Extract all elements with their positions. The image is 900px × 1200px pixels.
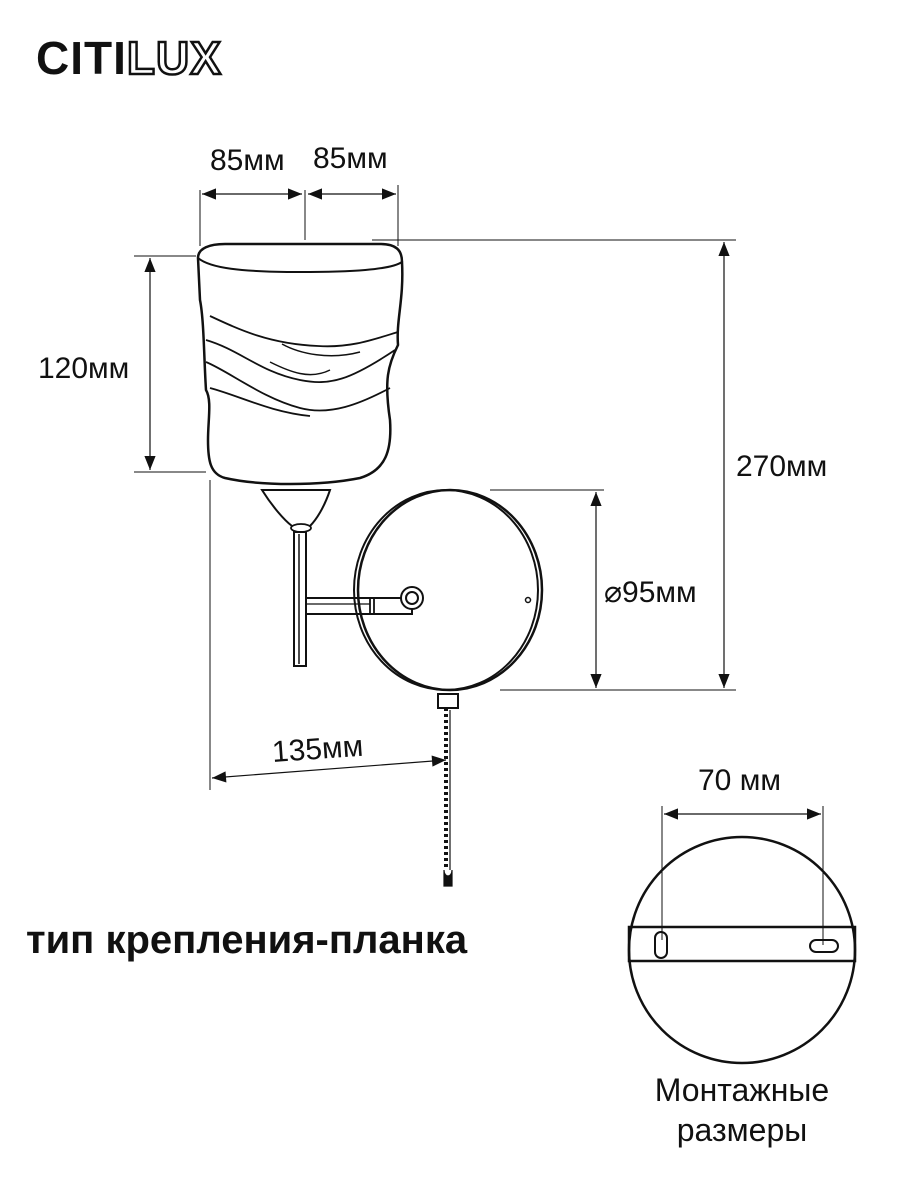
pull-switch-box bbox=[437, 693, 459, 709]
dim-shade-height: 120мм bbox=[38, 352, 129, 385]
dim-shade-half-right: 85мм bbox=[313, 142, 388, 175]
lamp-shade bbox=[196, 242, 404, 486]
dimension-labels: 85мм 85мм 120мм 270мм ⌀95мм 135мм 70 мм bbox=[38, 142, 827, 797]
dim-hole-spacing: 70 мм bbox=[698, 764, 781, 797]
dim-base-diameter: ⌀95мм bbox=[604, 576, 697, 609]
dimension-lines bbox=[134, 185, 824, 945]
mounting-label-line2: размеры bbox=[676, 1112, 808, 1148]
wall-base bbox=[353, 488, 544, 692]
mounting-label-line1: Монтажные bbox=[654, 1072, 830, 1108]
lamp-rod-vertical bbox=[293, 531, 307, 667]
lamp-arm bbox=[305, 586, 424, 615]
dim-projection: 135мм bbox=[271, 730, 364, 769]
mounting-slot-vertical bbox=[654, 931, 668, 959]
mounting-plate-bar bbox=[627, 925, 857, 963]
logo-text-solid: CITI bbox=[36, 32, 127, 84]
mounting-slot-horizontal bbox=[809, 939, 839, 953]
pull-chain bbox=[443, 708, 453, 887]
logo-text-outline: LUX bbox=[126, 31, 223, 86]
mounting-base-circle bbox=[627, 835, 857, 1065]
lamp-socket bbox=[260, 489, 332, 527]
mounting-type-caption: тип крепления-планка bbox=[26, 918, 468, 962]
dim-shade-half-left: 85мм bbox=[210, 144, 285, 177]
lamp-drawing bbox=[196, 242, 544, 887]
mounting-label: Монтажные размеры bbox=[602, 1070, 882, 1150]
brand-logo: CITILUX bbox=[36, 28, 222, 88]
dim-total-height: 270мм bbox=[736, 450, 827, 483]
mounting-detail bbox=[627, 835, 857, 1065]
